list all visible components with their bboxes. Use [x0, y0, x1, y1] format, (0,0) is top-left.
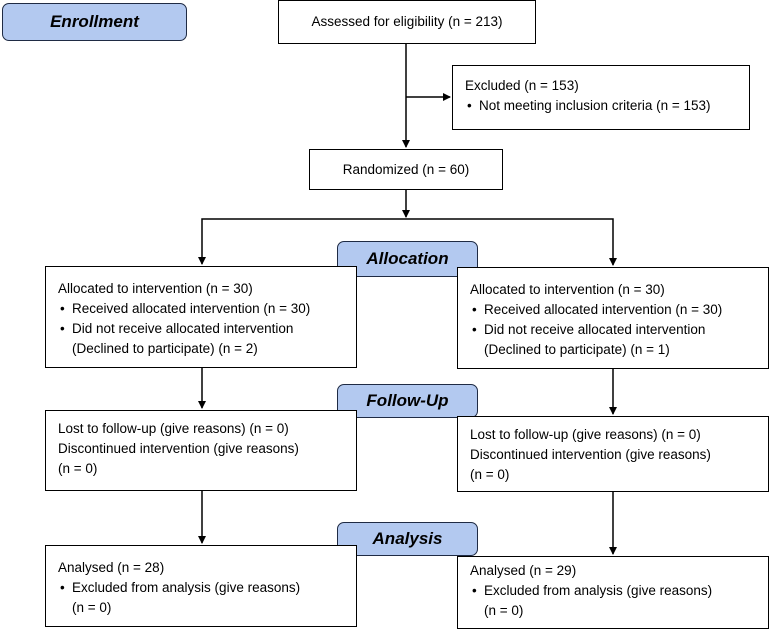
followup-stage-label: Follow-Up — [337, 384, 478, 418]
discontinued-count: (n = 0) — [58, 461, 98, 476]
left-analysis-box: Analysed (n = 28) Excluded from analysis… — [45, 545, 357, 627]
allocation-list: Received allocated intervention (n = 30)… — [58, 299, 346, 339]
declined-text: (Declined to participate) (n = 2) — [72, 341, 258, 356]
randomized-box: Randomized (n = 60) — [309, 149, 503, 190]
allocation-stage-label: Allocation — [337, 241, 478, 277]
allocation-title: Allocated to intervention (n = 30) — [58, 281, 253, 296]
excluded-analysis-item: Excluded from analysis (give reasons) — [58, 578, 346, 598]
assessed-box: Assessed for eligibility (n = 213) — [278, 0, 536, 44]
not-received-item: Did not receive allocated intervention — [470, 320, 758, 340]
enrollment-stage-label: Enrollment — [2, 3, 187, 41]
left-allocation-box: Allocated to intervention (n = 30) Recei… — [45, 266, 357, 368]
excluded-title: Excluded (n = 153) — [465, 78, 579, 93]
analysis-list: Excluded from analysis (give reasons) — [470, 581, 758, 601]
randomized-text: Randomized (n = 60) — [342, 161, 470, 177]
discontinued-text: Discontinued intervention (give reasons) — [470, 447, 711, 462]
right-analysis-box: Analysed (n = 29) Excluded from analysis… — [457, 556, 769, 629]
not-received-item: Did not receive allocated intervention — [58, 319, 346, 339]
discontinued-text: Discontinued intervention (give reasons) — [58, 441, 299, 456]
excluded-analysis-count: (n = 0) — [72, 600, 112, 615]
lost-text: Lost to follow-up (give reasons) (n = 0) — [58, 421, 289, 436]
allocation-title: Allocated to intervention (n = 30) — [470, 282, 665, 297]
assessed-text: Assessed for eligibility (n = 213) — [311, 14, 503, 29]
allocation-list: Received allocated intervention (n = 30)… — [470, 300, 758, 340]
lost-text: Lost to follow-up (give reasons) (n = 0) — [470, 427, 701, 442]
excluded-box: Excluded (n = 153) Not meeting inclusion… — [452, 65, 750, 130]
excluded-item: Not meeting inclusion criteria (n = 153) — [465, 96, 739, 116]
analysis-list: Excluded from analysis (give reasons) — [58, 578, 346, 598]
analysed-title: Analysed (n = 29) — [470, 563, 577, 578]
excluded-analysis-item: Excluded from analysis (give reasons) — [470, 581, 758, 601]
left-followup-box: Lost to follow-up (give reasons) (n = 0)… — [45, 410, 357, 491]
right-followup-box: Lost to follow-up (give reasons) (n = 0)… — [457, 416, 769, 492]
declined-text: (Declined to participate) (n = 1) — [484, 342, 670, 357]
analysed-title: Analysed (n = 28) — [58, 560, 165, 575]
excluded-list: Not meeting inclusion criteria (n = 153) — [465, 96, 739, 116]
analysis-stage-label: Analysis — [337, 522, 478, 556]
received-item: Received allocated intervention (n = 30) — [470, 300, 758, 320]
connector-allocation-branch-left — [198, 218, 406, 265]
discontinued-count: (n = 0) — [470, 467, 510, 482]
right-allocation-box: Allocated to intervention (n = 30) Recei… — [457, 267, 769, 369]
received-item: Received allocated intervention (n = 30) — [58, 299, 346, 319]
excluded-analysis-count: (n = 0) — [484, 603, 524, 618]
connector-allocation-branch-right — [406, 218, 617, 266]
